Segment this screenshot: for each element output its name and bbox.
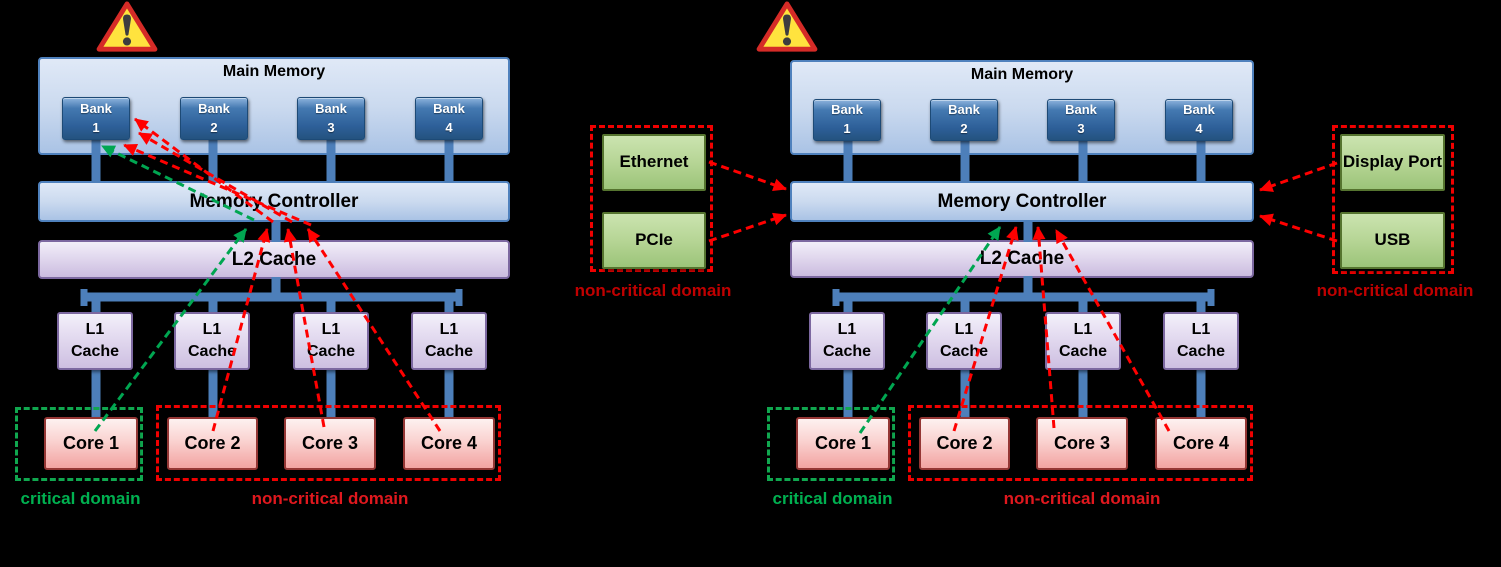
io-left-noncritical-rect — [590, 125, 713, 272]
warning-icon — [96, 1, 158, 52]
right-l2-cache-box: L2 Cache — [790, 240, 1254, 278]
arrow-displayport-to-mc — [1259, 161, 1338, 192]
arrow-core1-to-mc — [93, 228, 248, 432]
usb-box: USB — [1340, 212, 1445, 269]
pcie-box: PCIe — [602, 212, 706, 269]
right-l2-cache-title: L2 Cache — [979, 248, 1065, 269]
left-noncritical-domain-label: non-critical domain — [251, 489, 409, 508]
left-core-2: Core 2 — [167, 417, 258, 470]
left-critical-domain-rect — [15, 407, 143, 481]
right-memory-controller-title: Memory Controller — [937, 190, 1107, 212]
left-memory-controller-title: Memory Controller — [189, 190, 359, 212]
left-l2-cache-box: L2 Cache — [38, 240, 510, 279]
right-core-3: Core 3 — [1036, 417, 1128, 470]
arrow-core4-to-mc — [306, 228, 442, 432]
right-noncritical-domain-rect — [908, 405, 1253, 481]
arrow-core3-to-mc — [283, 228, 326, 428]
arrow-core2-to-mc — [952, 226, 1019, 432]
arrow-core1-to-mc — [858, 226, 1002, 434]
left-core-1: Core 1 — [44, 417, 138, 470]
right-connectors — [832, 140, 1215, 419]
arrow-usb-to-mc — [1259, 213, 1338, 243]
right-memory-controller-box: Memory Controller — [790, 181, 1254, 222]
arrow-core4-to-mc — [1054, 229, 1171, 432]
arrow-mc-to-bank1 — [138, 131, 293, 224]
left-critical-domain-label: critical domain — [20, 489, 141, 508]
warning-exclamation — [123, 14, 131, 36]
arrow-core3-to-mc — [1032, 226, 1056, 429]
right-critical-domain-label: critical domain — [772, 489, 893, 508]
right-core-1: Core 1 — [796, 417, 890, 470]
right-core-4: Core 4 — [1155, 417, 1247, 470]
left-main-memory-title: Main Memory — [222, 63, 326, 80]
warning-exclamation — [783, 14, 791, 36]
right-main-memory-title: Main Memory — [970, 66, 1074, 83]
io-left-domain-label: non-critical domain — [574, 281, 732, 300]
display-port-box: Display Port — [1340, 134, 1445, 191]
arrow-core2-to-mc — [211, 228, 271, 432]
io-right-noncritical-rect — [1332, 125, 1454, 274]
io-right-domain-label: non-critical domain — [1316, 281, 1474, 300]
arrow-mc-to-bank1 — [123, 143, 312, 227]
arrow-pcie-to-mc — [708, 212, 787, 243]
arrow-ethernet-to-mc — [708, 160, 787, 191]
warning-icon — [756, 1, 818, 52]
arrow-mc-to-bank1 — [134, 117, 274, 224]
left-core-3: Core 3 — [284, 417, 376, 470]
ethernet-box: Ethernet — [602, 134, 706, 191]
left-core-4: Core 4 — [403, 417, 495, 470]
arrow-mc-to-bank1-critical — [101, 144, 255, 222]
left-noncritical-domain-rect — [156, 405, 501, 481]
right-core-2: Core 2 — [919, 417, 1010, 470]
right-critical-domain-rect — [767, 407, 895, 481]
right-noncritical-domain-label: non-critical domain — [1003, 489, 1161, 508]
left-l2-cache-title: L2 Cache — [231, 248, 317, 270]
